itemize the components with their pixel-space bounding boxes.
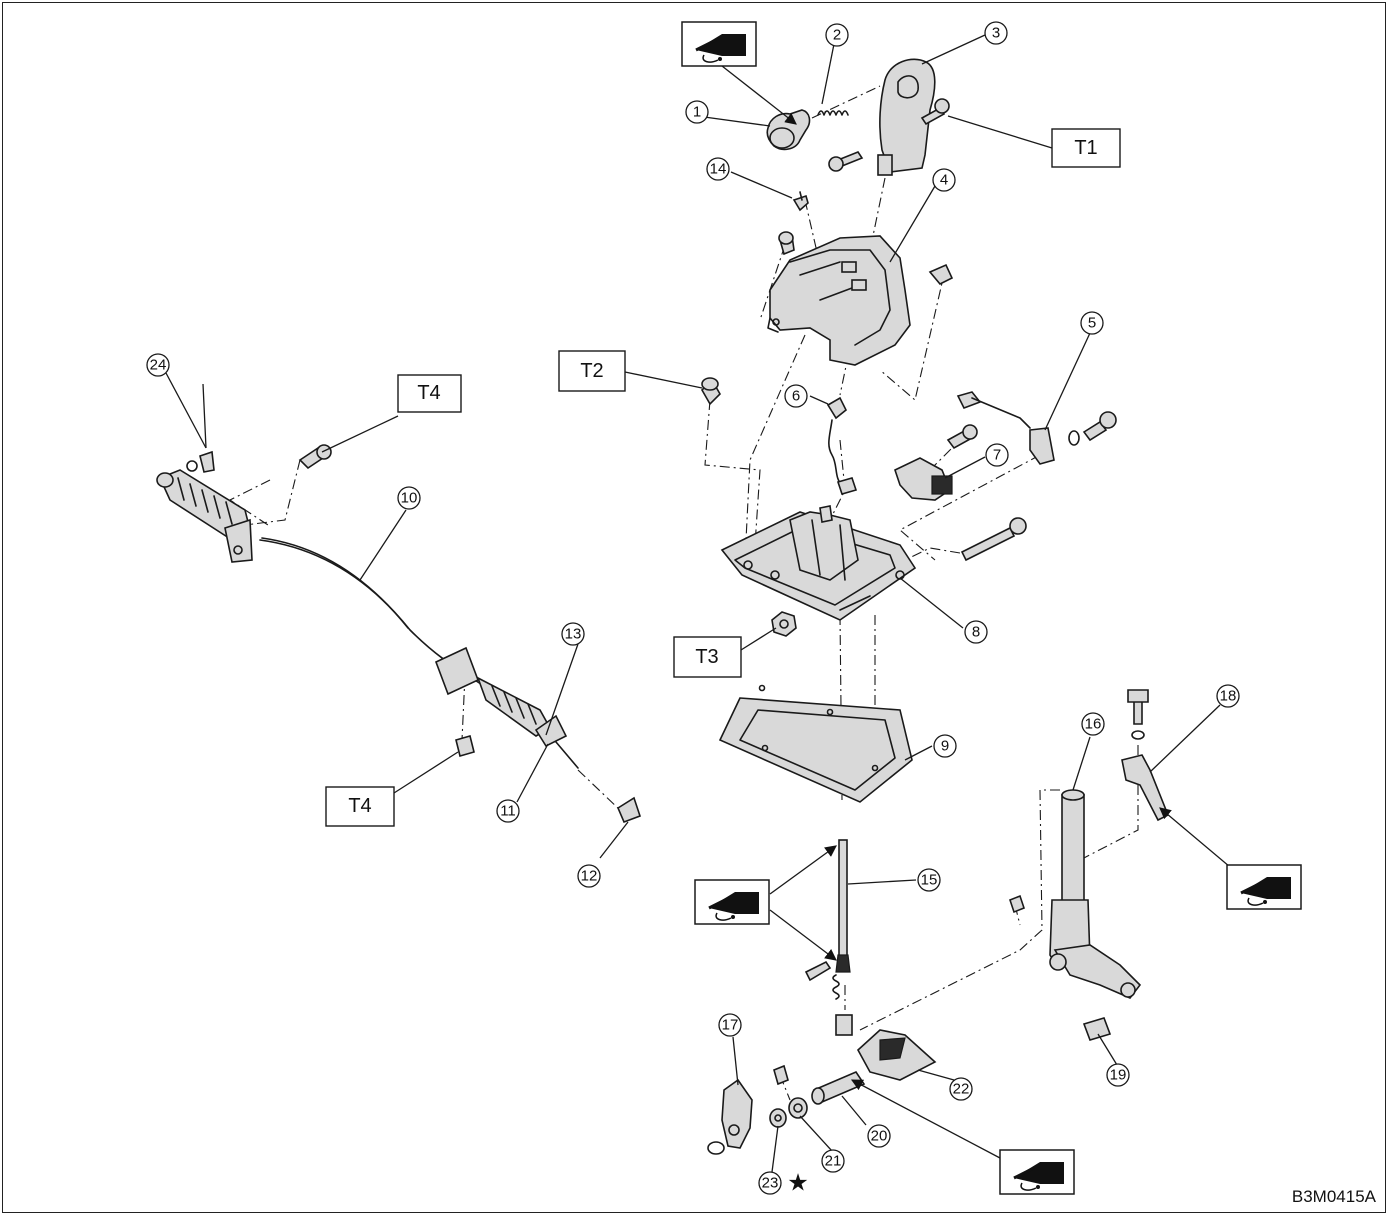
svg-text:2: 2 xyxy=(833,27,841,44)
part-14-clip xyxy=(792,191,809,212)
t3-nut xyxy=(771,611,797,637)
svg-text:5: 5 xyxy=(1088,315,1096,332)
part-2-spring xyxy=(817,110,849,116)
callouts: 1 2 3 4 5 6 7 8 9 10 11 12 13 14 15 16 1… xyxy=(146,21,1240,1195)
svg-text:17: 17 xyxy=(722,1017,739,1034)
part-20-shaft xyxy=(811,1071,866,1105)
svg-text:3: 3 xyxy=(992,25,1000,42)
callout-21: 21 xyxy=(821,1149,845,1173)
svg-text:10: 10 xyxy=(401,490,418,507)
knob-screws xyxy=(828,98,950,172)
grease-arrows xyxy=(721,65,1237,1159)
callout-7: 7 xyxy=(985,443,1009,467)
callout-3: 3 xyxy=(984,21,1008,45)
grease-gun-icon xyxy=(998,1148,1076,1196)
svg-text:13: 13 xyxy=(565,626,582,643)
callout-11: 11 xyxy=(496,799,520,823)
callout-22: 22 xyxy=(949,1077,973,1101)
svg-text:11: 11 xyxy=(500,803,516,820)
part-18-plate xyxy=(1121,689,1170,822)
callout-15: 15 xyxy=(917,868,941,892)
svg-text:9: 9 xyxy=(941,738,949,755)
svg-text:12: 12 xyxy=(581,868,598,885)
part-4-indicator-cover xyxy=(767,231,911,366)
part-17-bracket xyxy=(707,1064,789,1155)
part-19-pin xyxy=(1082,1017,1112,1041)
leader-lines xyxy=(202,34,1221,1173)
svg-text:16: 16 xyxy=(1085,716,1102,733)
callout-13: 13 xyxy=(561,622,585,646)
svg-text:T4: T4 xyxy=(417,382,440,404)
svg-text:19: 19 xyxy=(1110,1067,1127,1084)
part-23-wave-washer xyxy=(769,1108,787,1128)
svg-text:T4: T4 xyxy=(348,795,371,817)
callout-19: 19 xyxy=(1106,1063,1130,1087)
part-3-select-lever-knob xyxy=(877,58,936,176)
svg-text:21: 21 xyxy=(825,1153,842,1170)
svg-text:4: 4 xyxy=(940,172,948,189)
part-7-shift-lock-solenoid xyxy=(894,424,978,501)
callout-24: 24 xyxy=(146,353,170,377)
figure-reference-code: B3M0415A xyxy=(1291,1187,1376,1206)
torque-label-t3: T3 xyxy=(673,636,742,678)
cover-clip xyxy=(928,263,954,285)
callout-4: 4 xyxy=(932,168,956,192)
callout-10: 10 xyxy=(397,486,421,510)
callout-9: 9 xyxy=(933,734,957,758)
callout-14: 14 xyxy=(706,157,730,181)
svg-text:23: 23 xyxy=(762,1175,779,1192)
callout-12: 12 xyxy=(577,864,601,888)
grease-gun-icon xyxy=(1225,863,1303,911)
grease-gun-icon xyxy=(680,20,758,68)
callout-16: 16 xyxy=(1081,712,1105,736)
callout-18: 18 xyxy=(1216,684,1240,708)
callout-23: 23 xyxy=(758,1171,782,1195)
part-6-illumination-bulb xyxy=(826,396,858,495)
svg-text:6: 6 xyxy=(792,388,800,405)
svg-text:22: 22 xyxy=(953,1081,970,1098)
svg-text:7: 7 xyxy=(993,447,1001,464)
svg-text:T3: T3 xyxy=(695,646,718,668)
callout-2: 2 xyxy=(825,23,849,47)
t2-bolt xyxy=(701,377,721,406)
svg-text:20: 20 xyxy=(871,1128,888,1145)
torque-label-t1: T1 xyxy=(1051,128,1121,168)
svg-text:T1: T1 xyxy=(1074,137,1097,159)
torque-label-t4-lower: T4 xyxy=(325,786,395,827)
svg-text:1: 1 xyxy=(693,104,701,121)
part-21-washer xyxy=(788,1097,808,1119)
part-22-detent-pawl xyxy=(856,1029,937,1081)
svg-text:15: 15 xyxy=(921,872,938,889)
torque-label-t2: T2 xyxy=(558,350,626,392)
part-5-switch xyxy=(956,391,1117,465)
long-bolt xyxy=(960,517,1027,562)
torque-label-t4-upper: T4 xyxy=(397,374,462,413)
svg-text:8: 8 xyxy=(972,624,980,641)
part-1-push-button xyxy=(766,109,811,151)
part-10-select-cable xyxy=(156,444,642,824)
part-9-gasket xyxy=(718,684,913,803)
part-16-select-lever xyxy=(1009,789,1142,999)
svg-text:18: 18 xyxy=(1220,688,1237,705)
part-15-detent-rod xyxy=(804,839,853,1036)
assembly-lines xyxy=(228,85,1139,1101)
svg-text:14: 14 xyxy=(710,161,727,178)
callout-5: 5 xyxy=(1080,311,1104,335)
star-mark: ★ xyxy=(787,1170,809,1197)
svg-text:T2: T2 xyxy=(580,360,603,382)
callout-1: 1 xyxy=(685,100,709,124)
part-8-base-plate xyxy=(720,505,917,621)
callout-17: 17 xyxy=(718,1013,742,1037)
grease-gun-icon xyxy=(693,878,771,926)
callout-6: 6 xyxy=(784,384,808,408)
svg-text:24: 24 xyxy=(150,357,167,374)
callout-8: 8 xyxy=(964,620,988,644)
callout-20: 20 xyxy=(867,1124,891,1148)
